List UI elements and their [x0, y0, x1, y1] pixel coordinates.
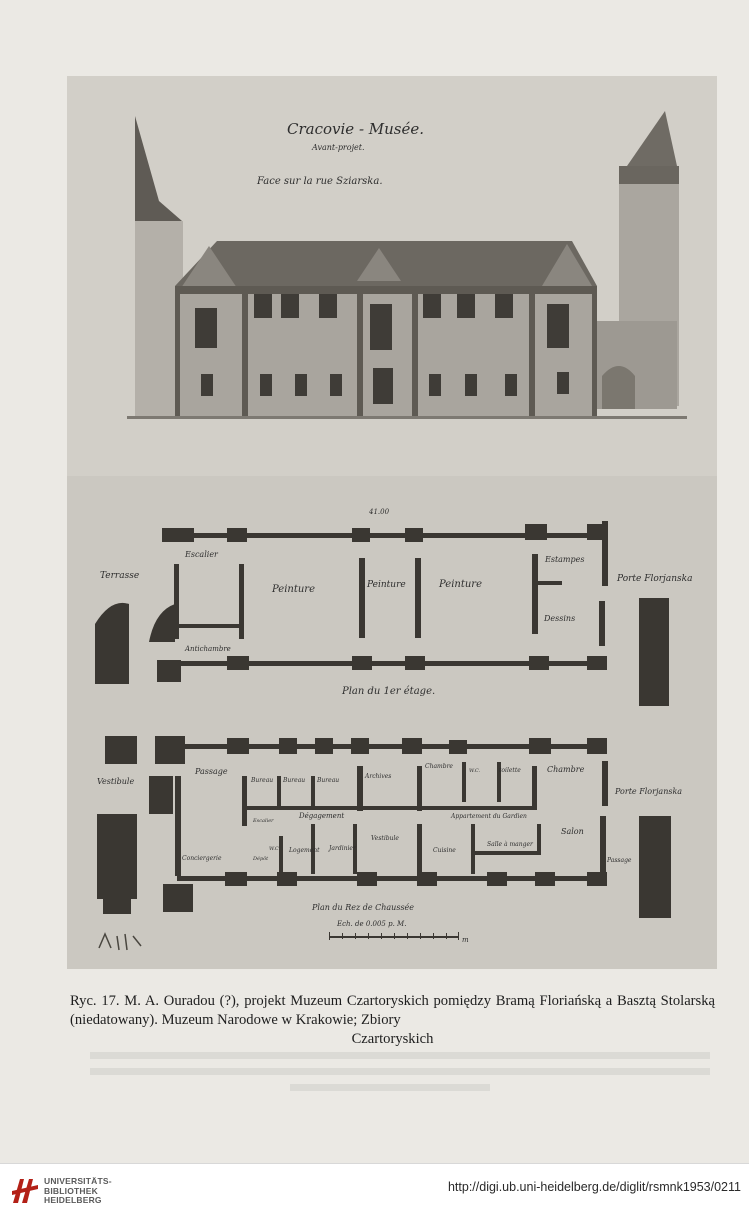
caption-main-text: Ryc. 17. M. A. Ouradou (?), projekt Muze…	[70, 993, 715, 1028]
svg-text:Chambre: Chambre	[425, 763, 453, 770]
svg-text:Chambre: Chambre	[547, 765, 585, 774]
svg-text:Estampes: Estampes	[544, 555, 584, 564]
svg-text:W.C.: W.C.	[269, 846, 281, 852]
scale-unit: m	[462, 936, 469, 944]
svg-text:W.C.: W.C.	[469, 768, 481, 774]
permalink-url[interactable]: http://digi.ub.uni-heidelberg.de/diglit/…	[447, 1180, 741, 1194]
svg-text:Salon: Salon	[561, 827, 584, 836]
svg-text:Bureau: Bureau	[282, 777, 305, 784]
svg-text:Peinture: Peinture	[366, 580, 406, 590]
bleed-through-text	[90, 1052, 710, 1091]
first-floor-title: Plan du 1er étage.	[341, 686, 435, 697]
scale-text: Ech. de 0.005 p. M.	[336, 920, 406, 928]
heidelberg-logo-icon	[12, 1179, 38, 1203]
facade-label: Face sur la rue Sziarska.	[256, 176, 383, 187]
svg-text:Archives: Archives	[364, 773, 391, 780]
dimension-label: 41.00	[368, 508, 390, 516]
architectural-drawing-plate: Cracovie - Musée. Avant-projet. Face sur…	[67, 76, 717, 969]
svg-text:Porte Florjanska: Porte Florjanska	[616, 574, 692, 584]
svg-text:Escalier: Escalier	[184, 550, 219, 559]
ground-floor-title: Plan du Rez de Chaussée	[311, 903, 414, 912]
library-name: UNIVERSITÄTS- BIBLIOTHEK HEIDELBERG	[44, 1176, 112, 1205]
svg-text:Dégagement: Dégagement	[298, 812, 344, 820]
svg-text:Porte Florjanska: Porte Florjanska	[614, 787, 682, 796]
first-floor-plan: 41.00	[95, 508, 669, 706]
library-footer: UNIVERSITÄTS- BIBLIOTHEK HEIDELBERG http…	[0, 1163, 749, 1218]
scanned-page: Cracovie - Musée. Avant-projet. Face sur…	[67, 76, 717, 1091]
svg-text:Conciergerie: Conciergerie	[182, 855, 222, 862]
caption-last-line: Czartoryskich	[351, 1031, 434, 1047]
svg-text:Vestibule: Vestibule	[371, 835, 399, 842]
svg-text:Dépôt: Dépôt	[252, 855, 269, 862]
svg-text:Salle à manger: Salle à manger	[487, 841, 534, 848]
svg-text:Bureau: Bureau	[250, 777, 273, 784]
inventory-stamp	[98, 932, 142, 951]
svg-text:Dessins: Dessins	[543, 614, 575, 623]
svg-text:Vestibule: Vestibule	[97, 777, 134, 786]
svg-text:Terrasse: Terrasse	[100, 571, 139, 581]
drawing-title: Cracovie - Musée.	[287, 120, 424, 138]
svg-text:Passage: Passage	[194, 767, 228, 776]
svg-text:Passage: Passage	[606, 857, 632, 864]
drawing-subtitle: Avant-projet.	[311, 143, 365, 152]
facade-elevation	[127, 111, 687, 419]
svg-text:Peinture: Peinture	[271, 584, 315, 595]
svg-text:Cuisine: Cuisine	[433, 847, 456, 854]
drawing-illustration: Cracovie - Musée. Avant-projet. Face sur…	[67, 76, 717, 969]
figure-caption: Ryc. 17. M. A. Ouradou (?), projekt Muze…	[70, 992, 715, 1049]
svg-text:Appartement du Gardien: Appartement du Gardien	[450, 813, 527, 820]
svg-text:Logement: Logement	[288, 847, 320, 854]
svg-text:Jardinier: Jardinier	[327, 845, 357, 852]
svg-text:Antichambre: Antichambre	[184, 645, 231, 653]
first-floor-labels: Terrasse Escalier Antichambre Peinture P…	[100, 550, 692, 697]
ground-floor-labels: Vestibule Passage Bureau Bureau Bureau A…	[97, 763, 682, 944]
svg-text:Bureau: Bureau	[316, 777, 339, 784]
scale-bar	[329, 932, 459, 940]
svg-text:Escalier: Escalier	[252, 818, 274, 824]
svg-text:Peinture: Peinture	[438, 579, 482, 590]
ground-floor-plan	[97, 736, 671, 918]
svg-text:toilette: toilette	[499, 767, 521, 774]
